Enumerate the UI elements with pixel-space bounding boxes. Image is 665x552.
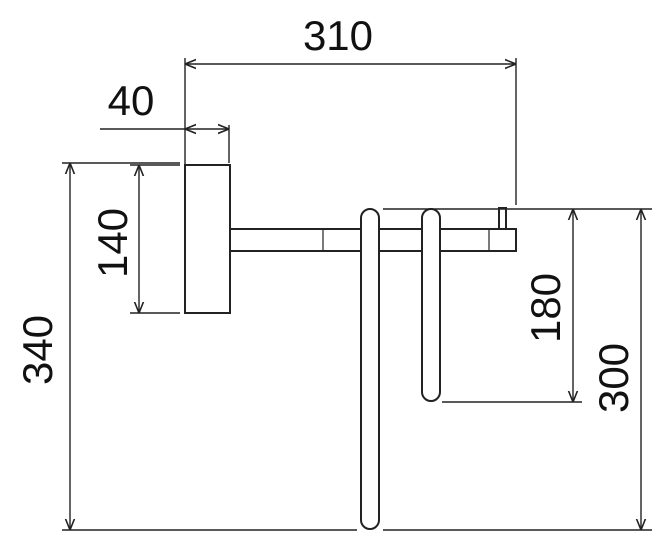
dimension-short-bar-height-label: 180: [522, 273, 569, 343]
wall-plate: [184, 164, 231, 314]
dimension-width-total-label: 310: [303, 12, 373, 59]
dimension-plate-depth-label: 40: [108, 77, 155, 124]
dimension-plate-height: 140: [89, 164, 180, 314]
dimension-long-bar-height: 300: [383, 208, 652, 531]
end-knob: [498, 207, 507, 230]
short-hanging-bar: [421, 208, 441, 402]
dimension-width-total: 310: [184, 12, 517, 205]
product-outline: [184, 164, 517, 530]
dimension-overall-height: 340: [14, 162, 357, 531]
dimension-plate-depth: 40: [100, 77, 230, 163]
dimension-plate-height-label: 140: [89, 208, 136, 278]
dimension-long-bar-height-label: 300: [590, 343, 637, 413]
dimension-short-bar-height: 180: [383, 208, 582, 403]
long-hanging-bar: [360, 208, 380, 530]
dimension-overall-height-label: 340: [14, 315, 61, 385]
